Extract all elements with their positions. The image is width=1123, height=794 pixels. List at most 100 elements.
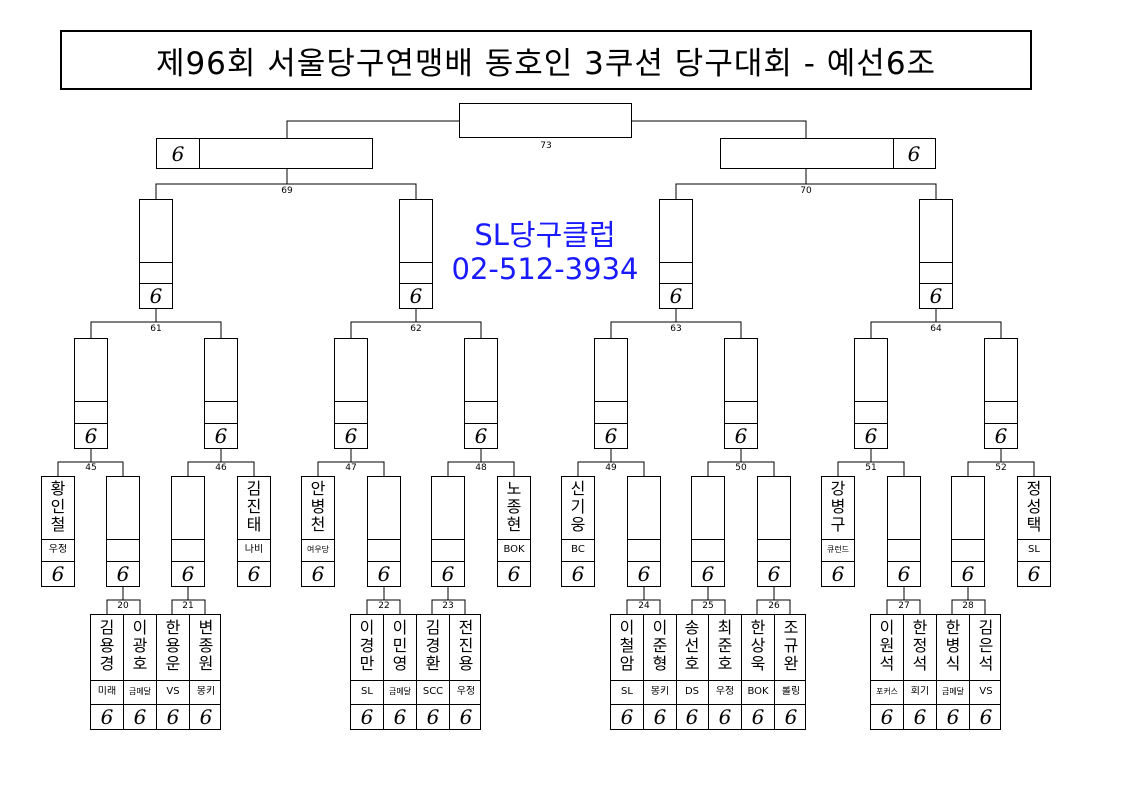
match-number-52: 52 [995,463,1007,473]
seed-mark: 6 [907,142,921,166]
seed-mark: 6 [637,562,651,586]
seed-mark: 6 [864,424,878,448]
slot-m49-winner: 6 [594,338,628,449]
seed-mark: 6 [171,142,185,166]
slot-m63-winner: 6 [659,199,693,309]
match-number-47: 47 [345,463,357,473]
seed-mark: 6 [701,562,715,586]
slot-m23-winner: 6 [431,476,465,587]
match-number-48: 48 [475,463,487,473]
seed-mark: 6 [377,562,391,586]
player-name: 김은석 [978,618,994,673]
player-slot: 황인철 우정 6 [41,476,75,587]
match-number-23: 23 [442,601,454,611]
slot-m28-winner: 6 [951,476,985,587]
player-name: 최준호 [717,618,733,673]
match-number-64: 64 [930,324,942,334]
seed-mark: 6 [166,705,180,729]
player-name: 조규완 [783,618,799,673]
player-club: SL [361,686,373,697]
slot-m69-winner: 6 [156,138,373,169]
player-group-24-26: 이철암 이준형 송선호 최준호 한상욱 조규완 SL 몽키 DS 우정 BOK … [610,614,806,730]
seed-mark: 6 [116,562,130,586]
title-box: 제96회 서울당구연맹배 동호인 3쿠션 당구대회 - 예선6조 [60,30,1032,90]
player-name: 노종현 [506,479,522,534]
seed-mark: 6 [409,284,423,308]
player-club: BOK [747,686,769,697]
slot-m26-winner: 6 [757,476,791,587]
match-number-70: 70 [800,186,812,196]
seed-mark: 6 [1027,562,1041,586]
player-club: SL [1028,544,1040,555]
player-club: BC [571,544,585,555]
player-slot: 김진태 나비 6 [237,476,271,587]
slot-m45-winner: 6 [74,338,108,449]
player-club: 몽키 [650,686,670,697]
match-number-51: 51 [865,463,877,473]
seed-mark: 6 [767,562,781,586]
match-number-50: 50 [735,463,747,473]
player-club: 포커스 [875,687,899,696]
match-number-63: 63 [670,324,682,334]
seed-mark: 6 [994,424,1008,448]
club-phone: 02-512-3934 [451,252,639,286]
match-number-69: 69 [281,186,293,196]
player-club: 미래 [97,686,117,697]
slot-m64-winner: 6 [919,199,953,309]
player-name: 안병천 [310,479,326,534]
player-name: 이원석 [879,618,895,673]
seed-mark: 6 [685,705,699,729]
seed-mark: 6 [459,705,473,729]
match-number-22: 22 [378,601,390,611]
seed-mark: 6 [311,562,325,586]
player-club: SL [621,686,633,697]
player-group-27-28: 이원석 한정석 한병식 김은석 포커스 회기 금메달 VS 6 6 6 6 [870,614,1001,730]
match-number-26: 26 [768,601,780,611]
slot-m50-winner: 6 [724,338,758,449]
slot-m62-winner: 6 [399,199,433,309]
player-club: SCC [422,686,444,697]
match-number-28: 28 [962,601,974,611]
player-slot: 노종현 BOK 6 [497,476,531,587]
player-slot: 강병구 큐런드 6 [821,476,855,587]
player-slot: 신기웅 BC 6 [561,476,595,587]
player-name: 한병식 [945,618,961,673]
line-m69 [155,183,417,199]
seed-mark: 6 [831,562,845,586]
player-name: 김진태 [246,479,262,534]
seed-mark: 6 [247,562,261,586]
player-name: 이민영 [392,618,408,673]
player-club: BOK [503,544,525,555]
player-club: 금메달 [388,687,412,696]
promo-block: SL당구클럽 02-512-3934 [440,218,650,286]
seed-mark: 6 [426,705,440,729]
match-number-24: 24 [638,601,650,611]
player-name: 이광호 [132,618,148,673]
seed-mark: 6 [507,562,521,586]
player-club: 큐런드 [826,545,850,554]
player-name: 한용운 [165,618,181,673]
slot-m27-winner: 6 [887,476,921,587]
seed-mark: 6 [214,424,228,448]
seed-mark: 6 [653,705,667,729]
seed-mark: 6 [961,562,975,586]
seed-mark: 6 [784,705,798,729]
seed-mark: 6 [897,562,911,586]
slot-m20-winner: 6 [106,476,140,587]
slot-m25-winner: 6 [691,476,725,587]
slot-m70-winner: 6 [720,138,936,169]
player-club: 우정 [715,686,735,697]
player-name: 전진용 [458,618,474,673]
player-club: 금메달 [128,687,152,696]
slot-m61-winner: 6 [139,199,173,309]
match-number-21: 21 [182,601,194,611]
match-number-45: 45 [85,463,97,473]
match-number-25: 25 [702,601,714,611]
player-name: 한정석 [912,618,928,673]
page-title: 제96회 서울당구연맹배 동호인 3쿠션 당구대회 - 예선6조 [155,45,937,82]
player-club: VS [166,686,180,697]
seed-mark: 6 [979,705,993,729]
seed-mark: 6 [344,424,358,448]
match-number-61: 61 [150,324,162,334]
